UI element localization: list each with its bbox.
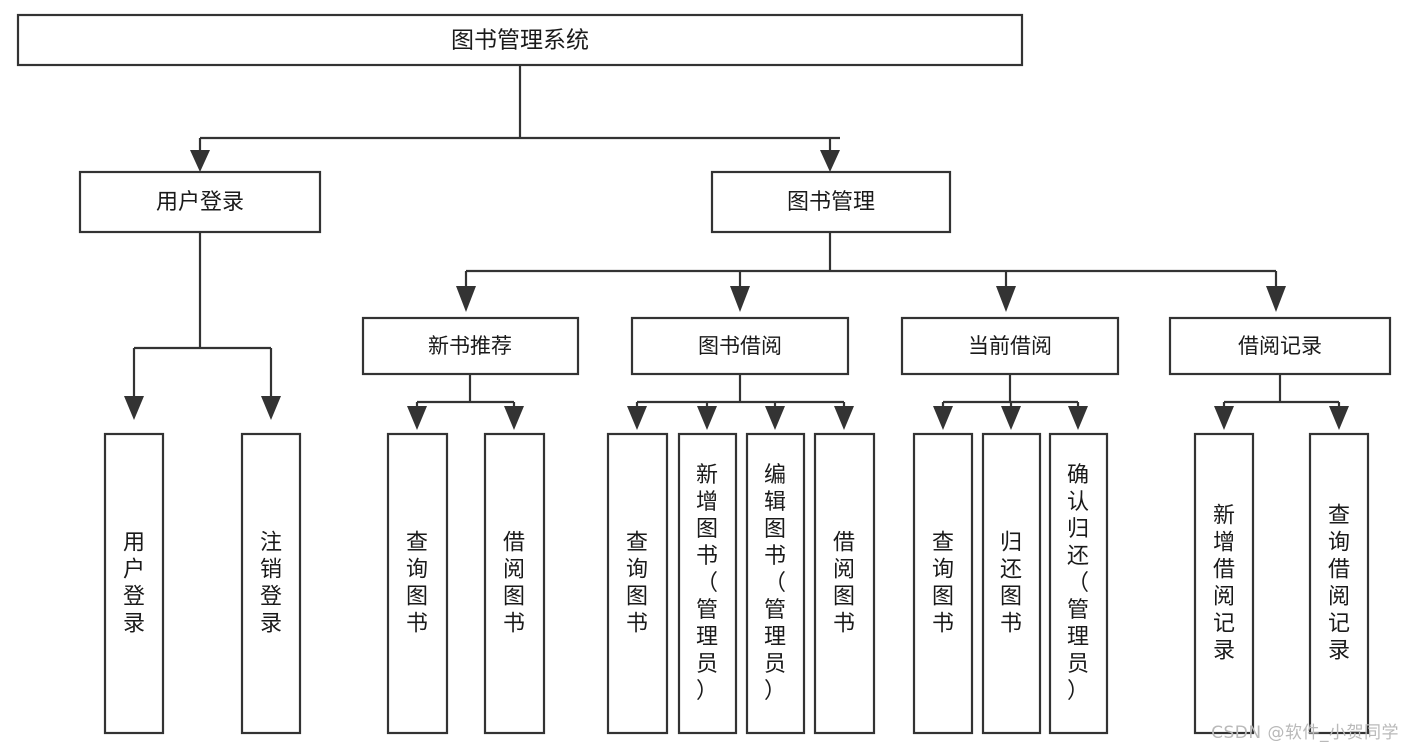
leaf-box[interactable] <box>240 432 302 735</box>
node-book-management-label: 图书管理 <box>787 190 875 215</box>
node-new-book-recommend-box[interactable] <box>361 316 580 376</box>
node-current-borrow[interactable]: 当前借阅 <box>900 316 1120 376</box>
leaf-box[interactable] <box>677 432 738 735</box>
leaf-box[interactable] <box>103 432 165 735</box>
leaf-label: 查询借阅记录 <box>1328 504 1350 664</box>
leaf-box[interactable] <box>386 432 449 735</box>
leaf-label: 编辑图书（管理员） <box>764 463 786 704</box>
leaf-book-borrow-2[interactable]: 编辑图书（管理员） <box>745 432 806 735</box>
node-new-book-recommend[interactable]: 新书推荐 <box>361 316 580 376</box>
connector-currentborrow-to-leaves <box>933 374 1088 430</box>
leaf-book-borrow-3[interactable]: 借阅图书 <box>813 432 876 735</box>
leaf-user-login-1[interactable]: 注销登录 <box>240 432 302 735</box>
leaf-current-borrow-2[interactable]: 确认归还（管理员） <box>1048 432 1109 735</box>
leaf-box[interactable] <box>981 432 1042 735</box>
leaf-label: 查询图书 <box>626 531 648 637</box>
connector-bookborrow-to-leaves <box>627 374 854 430</box>
node-root-label: 图书管理系统 <box>451 28 589 54</box>
leaf-label: 新增借阅记录 <box>1213 504 1235 664</box>
leaf-user-login-0[interactable]: 用户登录 <box>103 432 165 735</box>
leaf-box[interactable] <box>912 432 974 735</box>
leaf-borrow-record-1[interactable]: 查询借阅记录 <box>1308 432 1370 735</box>
leaf-label: 查询图书 <box>932 531 954 637</box>
leaf-box[interactable] <box>745 432 806 735</box>
node-root-box[interactable] <box>16 13 1024 67</box>
leaf-box[interactable] <box>813 432 876 735</box>
leaf-label: 新增图书（管理员） <box>696 463 718 704</box>
connector-root-to-level1 <box>190 65 840 172</box>
leaf-new-book-recommend-1[interactable]: 借阅图书 <box>483 432 546 735</box>
node-borrow-record[interactable]: 借阅记录 <box>1168 316 1392 376</box>
leaf-current-borrow-1[interactable]: 归还图书 <box>981 432 1042 735</box>
leaf-box[interactable] <box>1308 432 1370 735</box>
node-root[interactable]: 图书管理系统 <box>16 13 1024 67</box>
connector-newbook-to-leaves <box>407 374 524 430</box>
leaf-box[interactable] <box>1048 432 1109 735</box>
leaf-book-borrow-0[interactable]: 查询图书 <box>606 432 669 735</box>
node-current-borrow-label: 当前借阅 <box>968 334 1052 358</box>
node-borrow-record-label: 借阅记录 <box>1238 334 1322 358</box>
node-user-login-box[interactable] <box>78 170 322 234</box>
node-book-management[interactable]: 图书管理 <box>710 170 952 234</box>
leaf-label: 查询图书 <box>406 531 428 637</box>
node-book-borrow-box[interactable] <box>630 316 850 376</box>
leaf-box[interactable] <box>606 432 669 735</box>
leaf-label: 注销登录 <box>260 531 282 637</box>
node-book-borrow-label: 图书借阅 <box>698 334 782 358</box>
node-book-management-box[interactable] <box>710 170 952 234</box>
leaf-label: 确认归还（管理员） <box>1067 463 1089 704</box>
leaf-label: 借阅图书 <box>833 531 855 637</box>
leaf-label: 用户登录 <box>123 531 145 637</box>
node-user-login-label: 用户登录 <box>156 190 244 215</box>
node-book-borrow[interactable]: 图书借阅 <box>630 316 850 376</box>
node-current-borrow-box[interactable] <box>900 316 1120 376</box>
node-new-book-recommend-label: 新书推荐 <box>428 334 512 358</box>
leaf-borrow-record-0[interactable]: 新增借阅记录 <box>1193 432 1255 735</box>
connector-userlogin-to-leaves <box>124 232 281 420</box>
connector-borrowrecord-to-leaves <box>1214 374 1349 430</box>
leaf-label: 归还图书 <box>1000 531 1022 637</box>
leaf-book-borrow-1[interactable]: 新增图书（管理员） <box>677 432 738 735</box>
node-user-login[interactable]: 用户登录 <box>78 170 322 234</box>
leaf-new-book-recommend-0[interactable]: 查询图书 <box>386 432 449 735</box>
node-borrow-record-box[interactable] <box>1168 316 1392 376</box>
leaf-label: 借阅图书 <box>503 531 525 637</box>
leaf-box[interactable] <box>483 432 546 735</box>
connector-bookmgmt-to-level2 <box>456 232 1286 312</box>
leaf-current-borrow-0[interactable]: 查询图书 <box>912 432 974 735</box>
leaf-box[interactable] <box>1193 432 1255 735</box>
